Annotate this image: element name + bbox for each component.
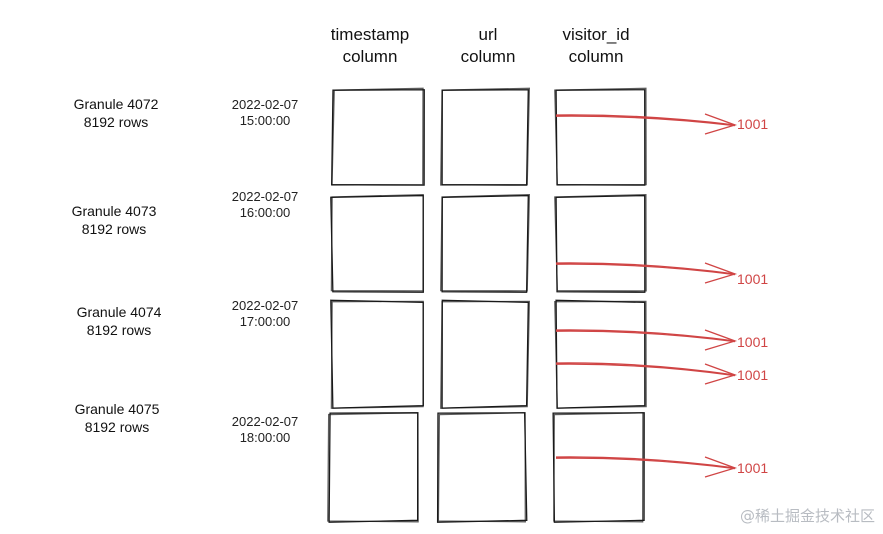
match-value-4072: 1001 bbox=[737, 116, 769, 132]
arrow-4072-head bbox=[704, 113, 738, 135]
match-value-4075: 1001 bbox=[737, 460, 769, 476]
url-cell-granule-3 bbox=[437, 412, 526, 523]
timestamp-time: 17:00:00 bbox=[239, 314, 291, 329]
arrow-4072-shaft bbox=[555, 115, 736, 127]
visitor-id-cell-granule-2 bbox=[555, 299, 646, 409]
timestamp-time: 16:00:00 bbox=[239, 205, 291, 220]
granule-label-4075: Granule 4075 8192 rows bbox=[57, 400, 177, 436]
timestamp-4073: 2022-02-07 16:00:00 bbox=[210, 189, 320, 221]
match-value-4074-b: 1001 bbox=[737, 367, 769, 383]
watermark: @稀土掘金技术社区 bbox=[739, 507, 875, 525]
granule-name: Granule 4075 bbox=[74, 401, 160, 417]
header-visitor-id-name: visitor_id bbox=[562, 25, 630, 44]
timestamp-date: 2022-02-07 bbox=[231, 189, 299, 204]
timestamp-date: 2022-02-07 bbox=[231, 298, 299, 313]
url-cell-granule-0 bbox=[440, 87, 531, 186]
timestamp-cell-granule-0 bbox=[331, 89, 425, 186]
timestamp-cell-granule-1 bbox=[330, 194, 424, 293]
granule-name: Granule 4074 bbox=[76, 304, 162, 320]
timestamp-date: 2022-02-07 bbox=[231, 97, 299, 112]
arrow-4074-a-head bbox=[704, 329, 738, 351]
header-url: url column bbox=[423, 24, 553, 68]
visitor-id-cell-granule-1 bbox=[555, 194, 646, 293]
url-cell-granule-3 bbox=[436, 412, 528, 523]
header-timestamp: timestamp column bbox=[305, 24, 435, 68]
url-cell-granule-2 bbox=[441, 299, 529, 409]
visitor-id-cell-granule-0 bbox=[554, 87, 647, 186]
header-timestamp-name: timestamp bbox=[330, 25, 410, 44]
timestamp-cell-granule-3 bbox=[328, 412, 419, 523]
timestamp-4075: 2022-02-07 18:00:00 bbox=[210, 414, 320, 446]
granule-cells bbox=[327, 87, 647, 523]
header-visitor-id: visitor_id column bbox=[531, 24, 661, 68]
url-cell-granule-1 bbox=[441, 194, 529, 293]
visitor-id-cell-granule-0 bbox=[555, 89, 646, 186]
arrow-4074-a-shaft bbox=[555, 329, 736, 342]
arrow-4075-shaft bbox=[555, 456, 736, 469]
timestamp-cell-granule-1 bbox=[330, 193, 424, 292]
arrow-4073-head bbox=[704, 262, 738, 284]
arrow-4073-shaft bbox=[555, 262, 736, 275]
granule-label-4072: Granule 4072 8192 rows bbox=[56, 95, 176, 131]
arrow-4074-a-shaft bbox=[555, 330, 736, 343]
timestamp-4074: 2022-02-07 17:00:00 bbox=[210, 298, 320, 330]
arrow-4073-shaft bbox=[555, 263, 736, 276]
match-value-4073: 1001 bbox=[737, 271, 769, 287]
granule-rows: 8192 rows bbox=[81, 221, 147, 237]
granule-label-4073: Granule 4073 8192 rows bbox=[54, 202, 174, 238]
timestamp-date: 2022-02-07 bbox=[231, 414, 299, 429]
granule-rows: 8192 rows bbox=[83, 114, 149, 130]
match-arrows bbox=[555, 113, 738, 478]
visitor-id-cell-granule-2 bbox=[554, 300, 647, 409]
granule-name: Granule 4072 bbox=[73, 96, 159, 112]
timestamp-cell-granule-0 bbox=[331, 87, 424, 186]
timestamp-4072: 2022-02-07 15:00:00 bbox=[210, 97, 320, 129]
timestamp-time: 15:00:00 bbox=[239, 113, 291, 128]
header-timestamp-suffix: column bbox=[342, 47, 398, 66]
header-visitor-id-suffix: column bbox=[568, 47, 624, 66]
match-value-4074-a: 1001 bbox=[737, 334, 769, 350]
visitor-id-cell-granule-1 bbox=[554, 193, 647, 292]
arrow-4074-b-shaft bbox=[555, 363, 736, 377]
arrow-4074-b-head bbox=[704, 363, 738, 385]
visitor-id-cell-granule-3 bbox=[553, 412, 644, 523]
granule-name: Granule 4073 bbox=[71, 203, 157, 219]
granule-rows: 8192 rows bbox=[86, 322, 152, 338]
url-cell-granule-0 bbox=[441, 89, 529, 186]
header-url-name: url bbox=[478, 25, 498, 44]
url-cell-granule-1 bbox=[440, 193, 531, 292]
timestamp-cell-granule-3 bbox=[327, 412, 419, 523]
arrow-4075-shaft bbox=[555, 457, 736, 470]
visitor-id-cell-granule-3 bbox=[552, 412, 645, 523]
arrow-4074-b-shaft bbox=[555, 362, 736, 376]
timestamp-time: 18:00:00 bbox=[239, 430, 291, 445]
timestamp-cell-granule-2 bbox=[330, 299, 424, 409]
header-url-suffix: column bbox=[460, 47, 516, 66]
timestamp-cell-granule-2 bbox=[330, 300, 424, 409]
arrow-4075-head bbox=[704, 456, 738, 478]
granule-label-4074: Granule 4074 8192 rows bbox=[59, 303, 179, 339]
granule-rows: 8192 rows bbox=[84, 419, 150, 435]
url-cell-granule-2 bbox=[440, 300, 531, 409]
arrow-4072-shaft bbox=[555, 114, 736, 126]
